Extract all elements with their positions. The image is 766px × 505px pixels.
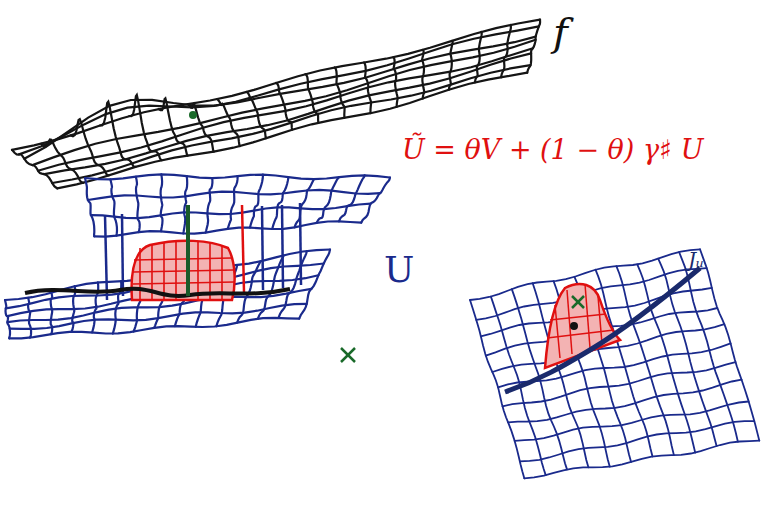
math-label: Jᵤ	[688, 250, 704, 270]
surface-grids	[5, 20, 759, 479]
grid-line	[91, 204, 371, 218]
jump-curve	[25, 289, 290, 296]
grid-line	[228, 176, 238, 229]
grid-line	[449, 41, 453, 90]
grid-line	[57, 73, 527, 189]
grid-line	[317, 177, 340, 223]
grid-line	[339, 175, 365, 221]
grid-line	[361, 178, 390, 223]
grid-line	[524, 441, 759, 479]
red-hatching-right	[547, 284, 614, 358]
grid-line	[10, 304, 307, 329]
grid-line	[503, 362, 736, 406]
grid-line	[520, 421, 755, 461]
green-fibre	[186, 205, 190, 296]
grid-line	[508, 380, 741, 423]
grid-line	[12, 150, 57, 189]
grid-line	[94, 221, 361, 236]
grid-line	[9, 318, 299, 338]
grid-line	[700, 249, 759, 440]
grid-line	[492, 324, 724, 372]
math-label: f	[553, 12, 568, 52]
grid-line	[295, 179, 314, 227]
grid-line	[5, 300, 10, 338]
grid-line	[299, 250, 330, 319]
vertical-fibres	[105, 203, 301, 300]
math-label: U	[384, 252, 414, 288]
grid-line	[12, 20, 540, 150]
grid-line	[52, 65, 530, 183]
grid-line	[515, 402, 749, 441]
red-hatched-bump	[132, 205, 244, 300]
grid-line	[206, 178, 213, 233]
green-cross	[341, 348, 355, 362]
black-dot	[570, 322, 578, 330]
formula-label: Ũ = θV + (1 − θ) γ♯ U	[402, 136, 704, 163]
grid-line	[88, 190, 380, 200]
grid-line	[85, 174, 390, 179]
green-dot	[189, 111, 197, 119]
grid-line	[658, 259, 716, 446]
grid-line	[110, 179, 117, 235]
grid-line	[161, 174, 163, 231]
green-cross-right	[572, 296, 584, 308]
grid-line	[85, 178, 94, 236]
grid-line	[272, 177, 288, 229]
jump-set-curve	[505, 268, 700, 392]
grid-line	[136, 177, 140, 232]
